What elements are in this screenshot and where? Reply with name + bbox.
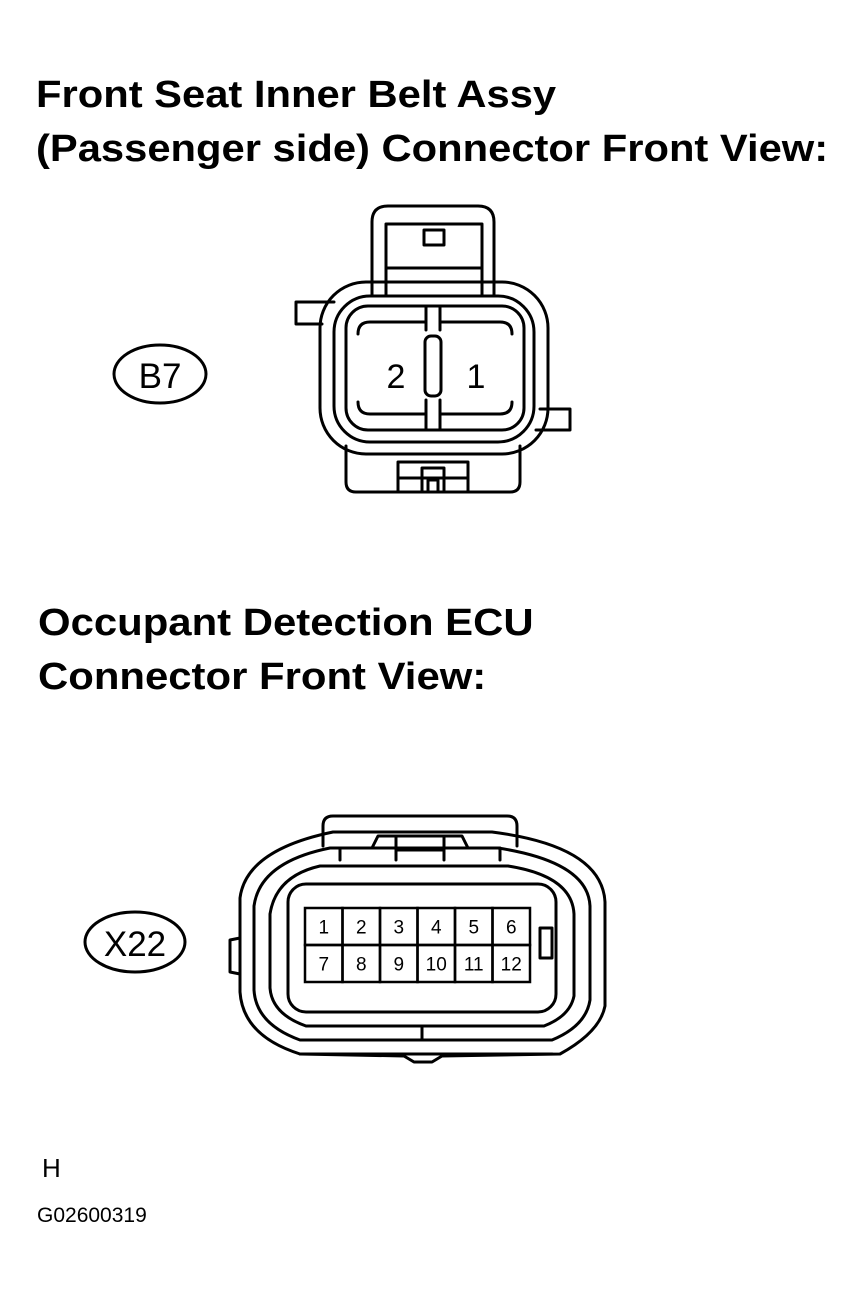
x22-pin-9: 9: [393, 955, 404, 976]
x22-left-ear: [228, 936, 242, 976]
x22-pin-7: 7: [318, 955, 329, 976]
x22-housing-outer: [238, 830, 607, 1064]
x22-top-lock-tab: [321, 814, 519, 848]
b7-pin-2: 2: [387, 358, 406, 396]
x22-pin-6: 6: [506, 918, 517, 939]
x22-cavity: [286, 882, 558, 1014]
b7-heading-line-1: Front Seat Inner Belt Assy: [36, 74, 557, 116]
x22-right-key: [538, 926, 554, 960]
x22-pin-3: 3: [393, 918, 404, 939]
x22-heading-line-2: Connector Front View:: [38, 656, 487, 698]
x22-pin-8: 8: [356, 955, 367, 976]
b7-cavity: [344, 304, 526, 432]
x22-pin-5: 5: [468, 918, 479, 939]
b7-connector-heading: Front Seat Inner Belt Assy (Passenger si…: [36, 68, 828, 176]
b7-pin-1: 1: [467, 358, 486, 396]
x22-connector-drawing: [83, 814, 607, 1064]
b7-right-ear: [534, 407, 572, 432]
x22-connector-heading: Occupant Detection ECU Connector Front V…: [38, 596, 534, 704]
figure-code: G02600319: [37, 1204, 147, 1227]
view-letter: H: [42, 1153, 61, 1183]
b7-center-key: [423, 334, 443, 398]
b7-left-ear: [294, 300, 336, 326]
b7-code-label: B7: [139, 357, 182, 396]
b7-housing-outer: [318, 280, 550, 456]
b7-heading-line-2: (Passenger side) Connector Front View:: [36, 128, 829, 170]
x22-code-label: X22: [104, 925, 166, 964]
b7-code-ellipse: [112, 343, 208, 405]
b7-connector-drawing: [112, 204, 572, 494]
x22-pin-1: 1: [318, 918, 329, 939]
x22-pin-12: 12: [501, 955, 522, 976]
x22-pin-11: 11: [464, 955, 484, 976]
b7-top-lock-tab: [370, 204, 496, 298]
x22-pin-cell: [491, 943, 532, 984]
x22-heading-line-1: Occupant Detection ECU: [38, 602, 534, 644]
x22-pin-10: 10: [426, 955, 447, 976]
x22-code-ellipse: [83, 910, 187, 974]
x22-pin-2: 2: [356, 918, 367, 939]
x22-pin-4: 4: [431, 918, 442, 939]
